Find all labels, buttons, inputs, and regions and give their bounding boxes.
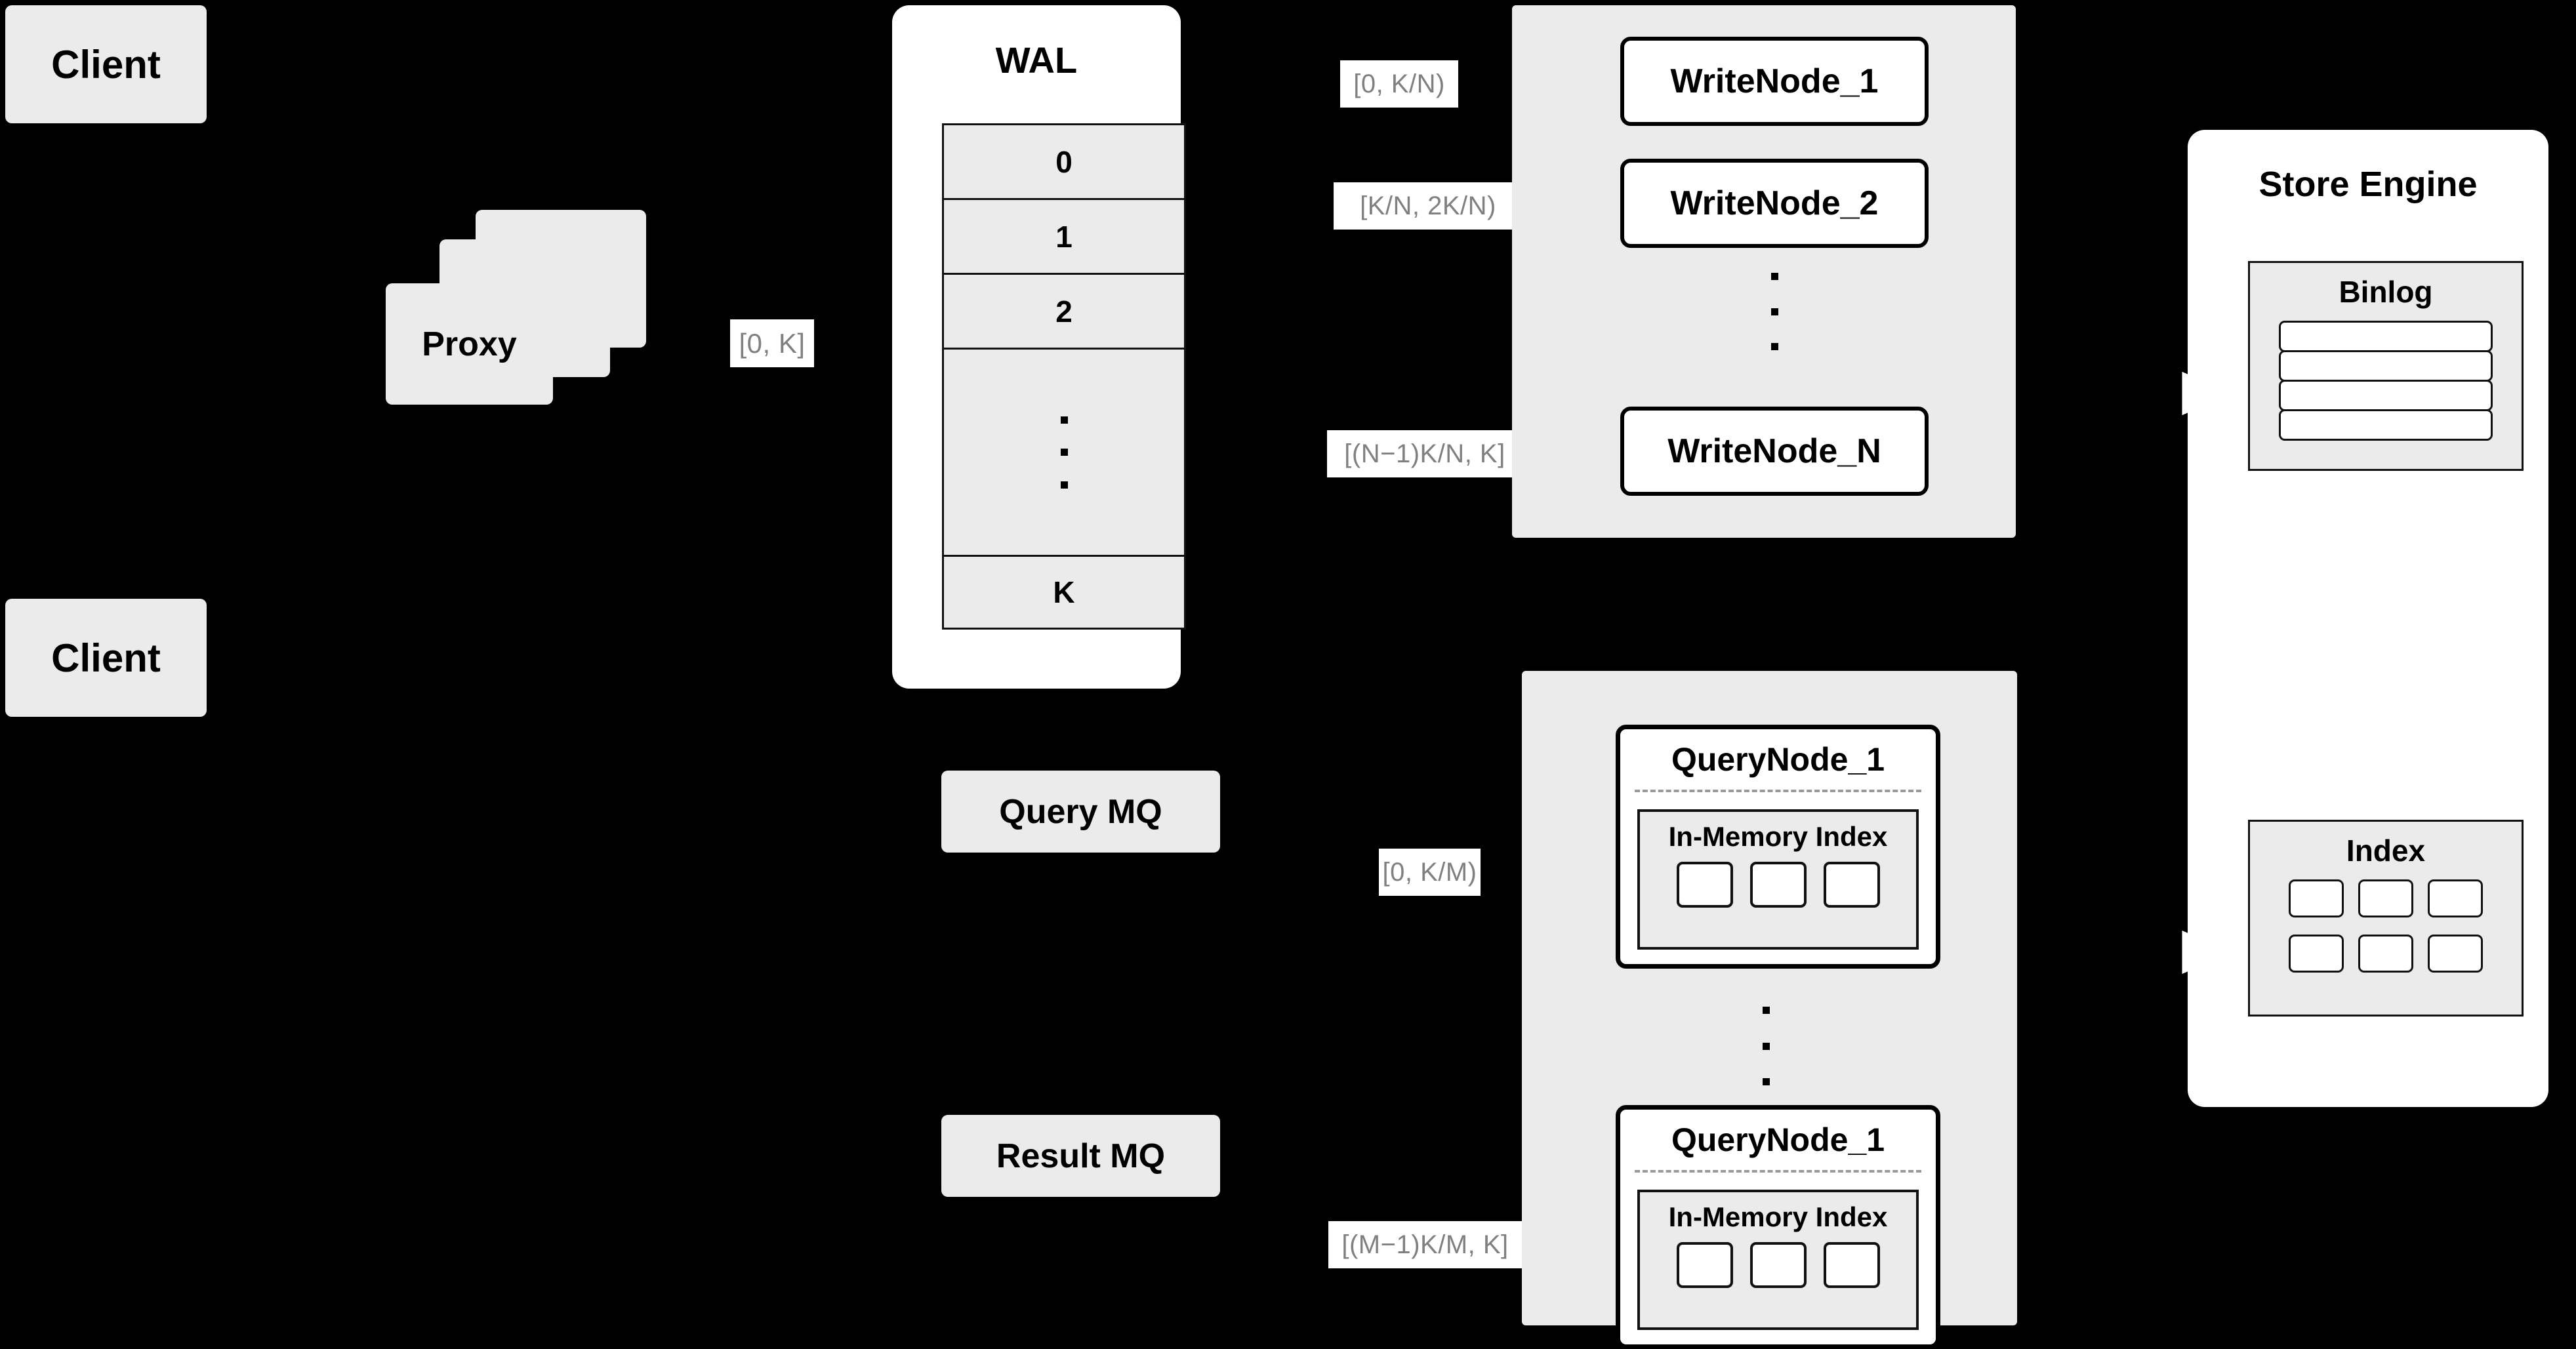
query-node-cluster: QueryNode_1 In-Memory Index QueryNode_1 … [1522, 671, 2017, 1349]
write-node-2[interactable]: WriteNode_2 [1620, 159, 1929, 248]
proxy-label: Proxy [422, 325, 517, 363]
wal-title: WAL [995, 39, 1078, 81]
index-cell[interactable] [2289, 879, 2344, 917]
client-box-1[interactable]: Client [5, 5, 207, 123]
store-engine-title: Store Engine [2259, 165, 2478, 204]
edge-label-writenode-2: [K/N, 2K/N) [1334, 182, 1523, 230]
store-engine-panel: Store Engine Binlog Index [2188, 130, 2548, 1107]
wal-table: 0 1 2 K [942, 123, 1186, 630]
result-mq-box[interactable]: Result MQ [941, 1115, 1220, 1197]
query-node-m[interactable]: QueryNode_1 In-Memory Index [1616, 1105, 1940, 1349]
client-label: Client [51, 635, 161, 680]
query-node-divider [1635, 1170, 1921, 1173]
client-label: Client [51, 42, 161, 87]
query-mq-box[interactable]: Query MQ [941, 771, 1220, 853]
index-cell[interactable] [2428, 935, 2483, 973]
edge-label-writenode-n: [(N−1)K/N, K] [1327, 430, 1523, 477]
query-mq-label: Query MQ [999, 792, 1162, 831]
index-cell[interactable] [1823, 1242, 1880, 1288]
index-cell[interactable] [2358, 879, 2413, 917]
index-cell[interactable] [1823, 862, 1880, 908]
wal-entry-ellipsis [944, 350, 1184, 557]
edge-label-querynode-1: [0, K/M) [1379, 849, 1481, 896]
query-cluster-ellipsis-icon [1762, 1007, 1770, 1085]
in-memory-index-label: In-Memory Index [1668, 821, 1888, 852]
binlog-title: Binlog [2339, 275, 2433, 309]
index-cell[interactable] [2289, 935, 2344, 973]
proxy-stack[interactable]: Proxy [380, 210, 669, 433]
edge-label-proxy-to-wal: [0, K] [730, 319, 814, 367]
index-cell[interactable] [1749, 1242, 1807, 1288]
wal-entry-1[interactable]: 1 [944, 200, 1184, 275]
edge-label-writenode-1: [0, K/N) [1340, 60, 1458, 108]
index-cell[interactable] [1676, 1242, 1733, 1288]
query-node-title: QueryNode_1 [1671, 741, 1885, 778]
client-box-2[interactable]: Client [5, 599, 207, 717]
wal-panel: WAL 0 1 2 K [892, 5, 1186, 689]
binlog-panel: Binlog [2248, 261, 2524, 471]
query-node-1[interactable]: QueryNode_1 In-Memory Index [1616, 725, 1940, 969]
write-node-cluster: WriteNode_1 WriteNode_2 WriteNode_N [1512, 5, 2016, 538]
write-node-n[interactable]: WriteNode_N [1620, 407, 1929, 496]
index-cell[interactable] [1749, 862, 1807, 908]
write-cluster-ellipsis-icon [1770, 273, 1778, 350]
binlog-row[interactable] [2279, 350, 2493, 382]
index-title: Index [2346, 834, 2426, 868]
wal-entry-k[interactable]: K [944, 557, 1184, 628]
binlog-row[interactable] [2279, 321, 2493, 352]
write-node-1[interactable]: WriteNode_1 [1620, 37, 1929, 126]
wal-entry-2[interactable]: 2 [944, 275, 1184, 350]
query-node-divider [1635, 790, 1921, 792]
index-cell[interactable] [1676, 862, 1733, 908]
wal-entry-0[interactable]: 0 [944, 125, 1184, 200]
edge-label-querynode-m: [(M−1)K/M, K] [1328, 1221, 1522, 1268]
index-cell[interactable] [2428, 879, 2483, 917]
binlog-row[interactable] [2279, 380, 2493, 411]
vertical-ellipsis-icon [1060, 416, 1068, 489]
index-panel: Index [2248, 820, 2524, 1017]
index-cell[interactable] [2358, 935, 2413, 973]
binlog-row[interactable] [2279, 409, 2493, 441]
in-memory-index-panel-2: In-Memory Index [1637, 1190, 1919, 1330]
result-mq-label: Result MQ [996, 1137, 1166, 1175]
in-memory-index-panel-1: In-Memory Index [1637, 809, 1919, 950]
in-memory-index-label: In-Memory Index [1668, 1201, 1888, 1232]
proxy-card-front[interactable]: Proxy [386, 283, 553, 405]
query-node-title: QueryNode_1 [1671, 1121, 1885, 1158]
